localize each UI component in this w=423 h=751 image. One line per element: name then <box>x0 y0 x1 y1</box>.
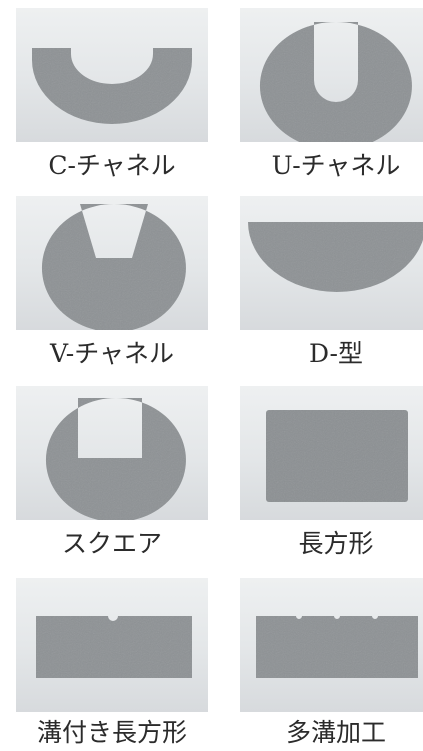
profile-card-multi-groove: 多溝加工 <box>240 578 423 751</box>
profile-card-c-channel: C-チャネル <box>16 8 208 188</box>
profile-photo-rectangle <box>240 386 423 520</box>
profile-card-grooved-rectangle: 溝付き長方形 <box>16 578 208 751</box>
profile-label: スクエア <box>61 529 162 558</box>
profile-card-v-channel: V-チャネル <box>16 196 208 376</box>
profile-label: C-チャネル <box>48 151 176 180</box>
profile-card-u-channel: U-チャネル <box>240 8 423 188</box>
profile-photo-v-channel <box>16 196 208 330</box>
profile-photo-multi-groove <box>240 578 423 712</box>
profile-photo-d-shape <box>240 196 423 330</box>
profile-label: V-チャネル <box>50 339 174 368</box>
profile-photo-grooved-rectangle <box>16 578 208 712</box>
profile-label: D-型 <box>309 339 363 368</box>
profile-photo-u-channel <box>240 8 423 142</box>
profile-photo-square-channel <box>16 386 208 520</box>
profile-label: 多溝加工 <box>285 718 386 747</box>
profile-photo-c-channel <box>16 8 208 142</box>
profile-card-square-channel: スクエア <box>16 386 208 566</box>
profile-card-rectangle: 長方形 <box>240 386 423 566</box>
profile-label: U-チャネル <box>271 151 401 180</box>
profile-label: 溝付き長方形 <box>36 718 187 747</box>
profile-card-d-shape: D-型 <box>240 196 423 376</box>
profile-label: 長方形 <box>298 529 374 558</box>
